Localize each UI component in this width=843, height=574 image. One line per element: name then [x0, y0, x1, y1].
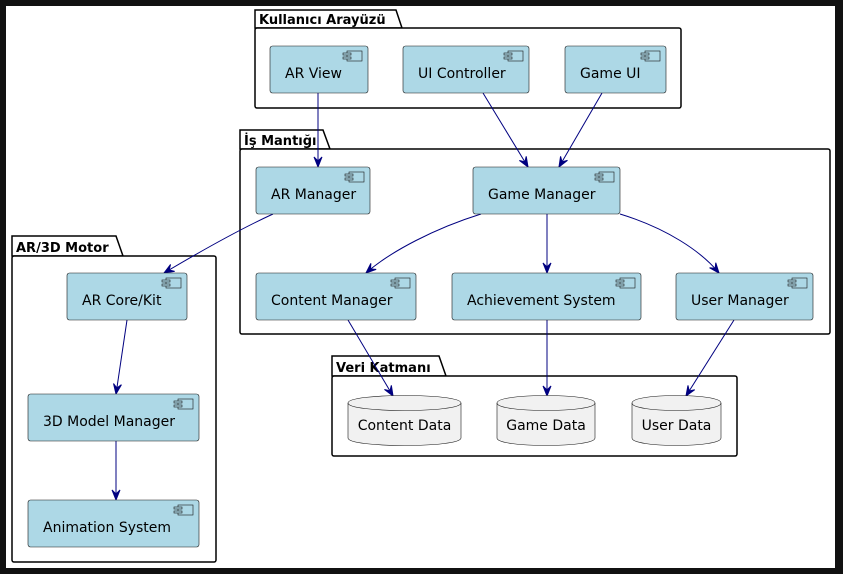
edge-game-manager-to-achievement-system: [542, 214, 552, 275]
edge-model-manager-to-animation-system: [111, 441, 121, 502]
component-label: Game UI: [580, 66, 641, 82]
component-icon: [344, 171, 365, 183]
component-label: Achievement System: [467, 293, 616, 309]
component-animation-system: Animation System: [27, 499, 200, 548]
component-model-manager: 3D Model Manager: [27, 393, 200, 442]
edge-achievement-system-to-game-data: [542, 320, 552, 398]
component-game-ui: Game UI: [564, 45, 667, 94]
component-content-manager: Content Manager: [255, 272, 417, 321]
edge-ui-controller-to-game-manager: [482, 92, 529, 169]
component-ar-manager: AR Manager: [255, 166, 371, 215]
database-label: User Data: [642, 418, 712, 434]
edge-ar-view-to-ar-manager: [313, 93, 323, 169]
component-label: AR Manager: [271, 187, 356, 203]
edge-game-ui-to-game-manager: [558, 92, 603, 169]
package-title-logic: İş Mantığı: [244, 133, 317, 149]
component-icon: [594, 171, 615, 183]
package-title-engine: AR/3D Motor: [16, 241, 109, 256]
component-user-manager: User Manager: [675, 272, 814, 321]
component-diagram: Kullanıcı Arayüzü İş Mantığı AR/3D Motor…: [11, 9, 831, 563]
component-achievement-system: Achievement System: [451, 272, 642, 321]
component-label: AR View: [285, 66, 342, 82]
component-label: Content Manager: [271, 293, 393, 309]
component-icon: [503, 50, 524, 62]
edge-content-manager-to-content-data: [347, 319, 394, 398]
databases-layer: Content Data Game Data User Data: [347, 395, 722, 446]
component-label: Animation System: [43, 520, 171, 536]
edge-game-manager-to-user-manager: [619, 213, 720, 275]
edge-ar-core-to-model-manager: [113, 319, 128, 396]
diagram-canvas: Kullanıcı Arayüzü İş Mantığı AR/3D Motor…: [6, 6, 835, 568]
component-icon: [615, 277, 636, 289]
edges-layer: [111, 92, 735, 502]
edge-ar-manager-to-ar-core: [162, 213, 274, 274]
database-game-data: Game Data: [496, 395, 596, 446]
database-content-data: Content Data: [347, 395, 462, 446]
component-label: UI Controller: [418, 66, 506, 82]
component-label: User Manager: [691, 293, 789, 309]
component-icon: [173, 504, 194, 516]
component-icon: [787, 277, 808, 289]
component-ar-view: AR View: [269, 45, 369, 94]
package-title-data: Veri Katmanı: [336, 361, 431, 376]
component-label: 3D Model Manager: [43, 414, 175, 430]
component-icon: [640, 50, 661, 62]
edge-game-manager-to-content-manager: [364, 213, 482, 274]
component-icon: [161, 277, 182, 289]
database-user-data: User Data: [631, 395, 722, 446]
edge-user-manager-to-user-data: [685, 319, 735, 398]
component-icon: [342, 50, 363, 62]
component-game-manager: Game Manager: [472, 166, 621, 215]
component-label: Game Manager: [488, 187, 596, 203]
component-icon: [390, 277, 411, 289]
component-ar-core: AR Core/Kit: [66, 272, 188, 321]
component-ui-controller: UI Controller: [402, 45, 530, 94]
database-label: Game Data: [506, 418, 586, 434]
package-title-ui: Kullanıcı Arayüzü: [259, 13, 386, 28]
component-label: AR Core/Kit: [82, 293, 162, 309]
component-icon: [173, 398, 194, 410]
database-label: Content Data: [358, 418, 452, 434]
